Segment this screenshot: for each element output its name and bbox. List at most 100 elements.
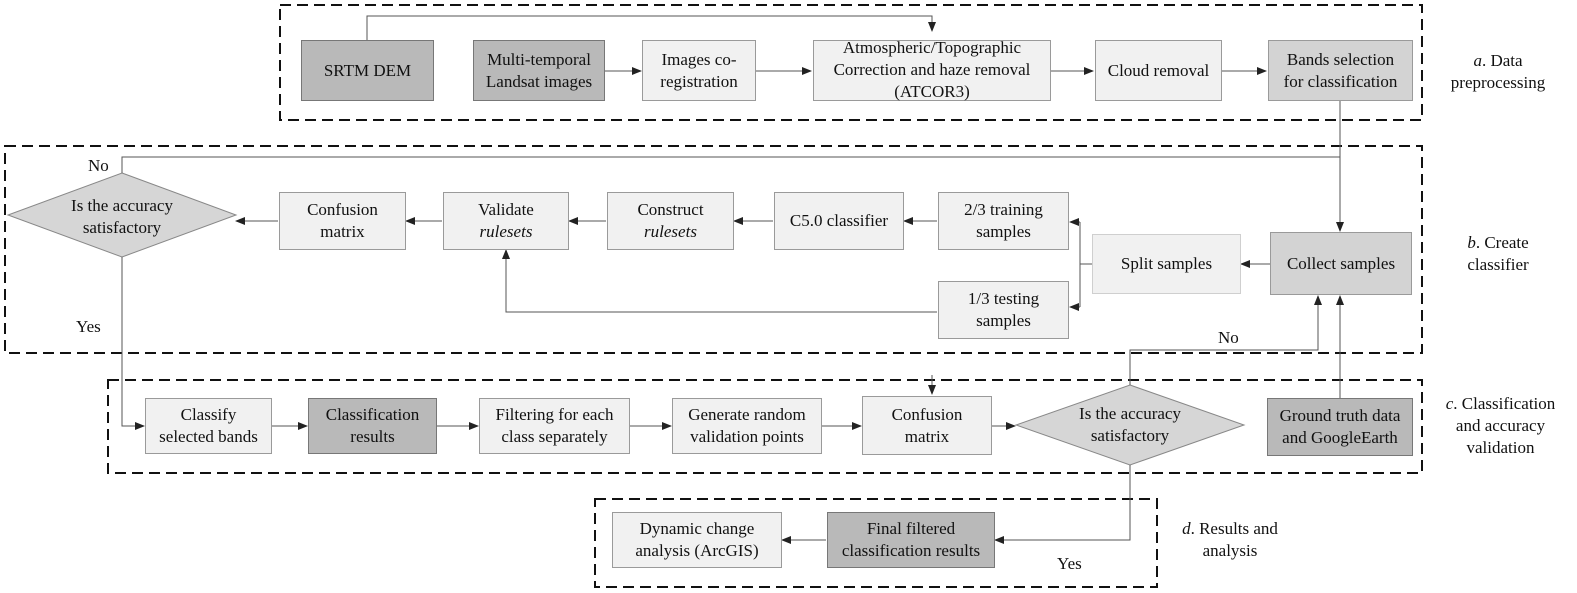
section-a-letter: a [1473, 51, 1482, 70]
section-c-line2: and accuracy [1455, 416, 1546, 435]
section-d-line1: . Results and [1190, 519, 1278, 538]
validate-line2: rulesets [479, 222, 533, 241]
flow-label-no-top: No [88, 156, 109, 175]
random-line2: validation points [690, 427, 804, 446]
section-a-line1: . Data [1481, 51, 1523, 70]
landsat-label-line1: Multi-temporal [487, 49, 591, 69]
training-samples-box: 2/3 training samples [938, 192, 1069, 250]
testing-line2: samples [976, 311, 1031, 330]
construct-line1: Construct [637, 200, 704, 219]
validate-line1: Validate [478, 200, 534, 219]
section-a-frame [279, 4, 1423, 121]
validate-rulesets-box: Validate rulesets [443, 192, 569, 250]
c50-classifier-box: C5.0 classifier [774, 192, 904, 250]
section-c-line3: validation [1466, 438, 1535, 457]
bands-label-line1: Bands selection [1286, 49, 1395, 69]
decision-c-text: Is the accuracy satisfactory [1016, 403, 1244, 447]
decision-b-line1: Is the accuracy [71, 196, 173, 215]
training-line2: samples [976, 222, 1031, 241]
confusion-b-line2: matrix [320, 222, 365, 241]
collect-samples-label: Collect samples [1286, 253, 1396, 273]
split-samples-box: Split samples [1092, 234, 1241, 294]
training-line1: 2/3 training [964, 200, 1043, 219]
section-a-label: a. Data preprocessing [1428, 50, 1568, 94]
dynamic-line2: analysis (ArcGIS) [635, 541, 759, 560]
atcor-label-line1: Atmospheric/Topographic [842, 38, 1022, 57]
arrow-decision-no-to-collect [1129, 295, 1322, 385]
section-d-frame [594, 498, 1158, 588]
random-line1: Generate random [688, 405, 806, 424]
flow-label-yes-left: Yes [76, 317, 101, 336]
confusion-c-line2: matrix [904, 426, 950, 446]
confusion-c-line1: Confusion [891, 404, 963, 424]
section-b-frame [4, 145, 1423, 354]
atcor-label-line3: (ATCOR3) [894, 82, 970, 101]
section-b-line2: classifier [1467, 255, 1529, 274]
collect-samples-box: Collect samples [1270, 232, 1412, 295]
classification-results-box: Classification results [308, 398, 437, 454]
srtm-dem-box: SRTM DEM [301, 40, 434, 101]
split-samples-label: Split samples [1120, 254, 1213, 273]
section-a-line2: preprocessing [1450, 73, 1546, 92]
results-line1: Classification [325, 405, 420, 424]
ground-line2: and GoogleEarth [1282, 428, 1398, 447]
section-d-line2: analysis [1202, 541, 1258, 560]
filtering-line2: class separately [501, 427, 608, 446]
testing-samples-box: 1/3 testing samples [938, 281, 1069, 339]
final-results-box: Final filtered classification results [827, 512, 995, 568]
coregistration-box: Images co-registration [642, 40, 756, 101]
construct-line2: rulesets [644, 222, 697, 241]
section-c-label: c. Classification and accuracy validatio… [1428, 393, 1573, 459]
decision-c-line2: satisfactory [1090, 426, 1170, 445]
testing-line1: 1/3 testing [967, 289, 1040, 308]
construct-rulesets-box: Construct rulesets [607, 192, 734, 250]
confusion-matrix-b-box: Confusion matrix [279, 192, 406, 250]
flow-label-yes-bottom: Yes [1057, 554, 1082, 573]
section-c-frame [107, 379, 1423, 474]
final-line1: Final filtered [866, 519, 956, 538]
filtering-box: Filtering for each class separately [479, 398, 630, 454]
dynamic-change-box: Dynamic change analysis (ArcGIS) [612, 512, 782, 568]
ground-line1: Ground truth data [1279, 406, 1401, 425]
c50-label: C5.0 classifier [789, 211, 889, 230]
srtm-dem-label: SRTM DEM [323, 60, 412, 80]
ground-truth-box: Ground truth data and GoogleEarth [1267, 398, 1413, 456]
classify-line2: selected bands [159, 427, 258, 446]
filtering-line1: Filtering for each [495, 405, 614, 424]
section-c-letter: c [1445, 394, 1454, 413]
decision-b-line2: satisfactory [82, 218, 162, 237]
decision-b-text: Is the accuracy satisfactory [8, 195, 236, 239]
dynamic-line1: Dynamic change [639, 519, 755, 538]
arrow-srtm-to-atcor [366, 15, 936, 40]
final-line2: classification results [841, 541, 981, 560]
cloud-removal-label: Cloud removal [1107, 60, 1210, 80]
classify-bands-box: Classify selected bands [145, 398, 272, 454]
arrow-testing-to-validate [502, 249, 937, 313]
section-d-label: d. Results and analysis [1165, 518, 1295, 562]
landsat-label-line2: Landsat images [485, 71, 593, 91]
bands-label-line2: for classification [1283, 71, 1398, 91]
flow-label-no-right: No [1218, 328, 1239, 347]
coreg-label-line1: Images co- [661, 49, 737, 69]
arrow-decision-no-loop [121, 156, 1340, 173]
arrow-decision-yes-to-classify [121, 257, 145, 430]
section-c-line1: . Classification [1453, 394, 1556, 413]
classify-line1: Classify [180, 405, 237, 424]
decision-c-line1: Is the accuracy [1079, 404, 1181, 423]
random-points-box: Generate random validation points [672, 398, 822, 454]
section-d-letter: d [1182, 519, 1191, 538]
cloud-removal-box: Cloud removal [1095, 40, 1222, 101]
confusion-b-line1: Confusion [307, 200, 378, 219]
results-line2: results [350, 427, 395, 446]
section-b-label: b. Create classifier [1428, 232, 1568, 276]
arrow-decision-yes-to-final [994, 465, 1131, 544]
section-b-letter: b [1467, 233, 1476, 252]
section-b-line1: . Create [1475, 233, 1529, 252]
atcor-label-line2: Correction and haze removal [833, 60, 1031, 79]
coreg-label-line2: registration [660, 71, 738, 91]
